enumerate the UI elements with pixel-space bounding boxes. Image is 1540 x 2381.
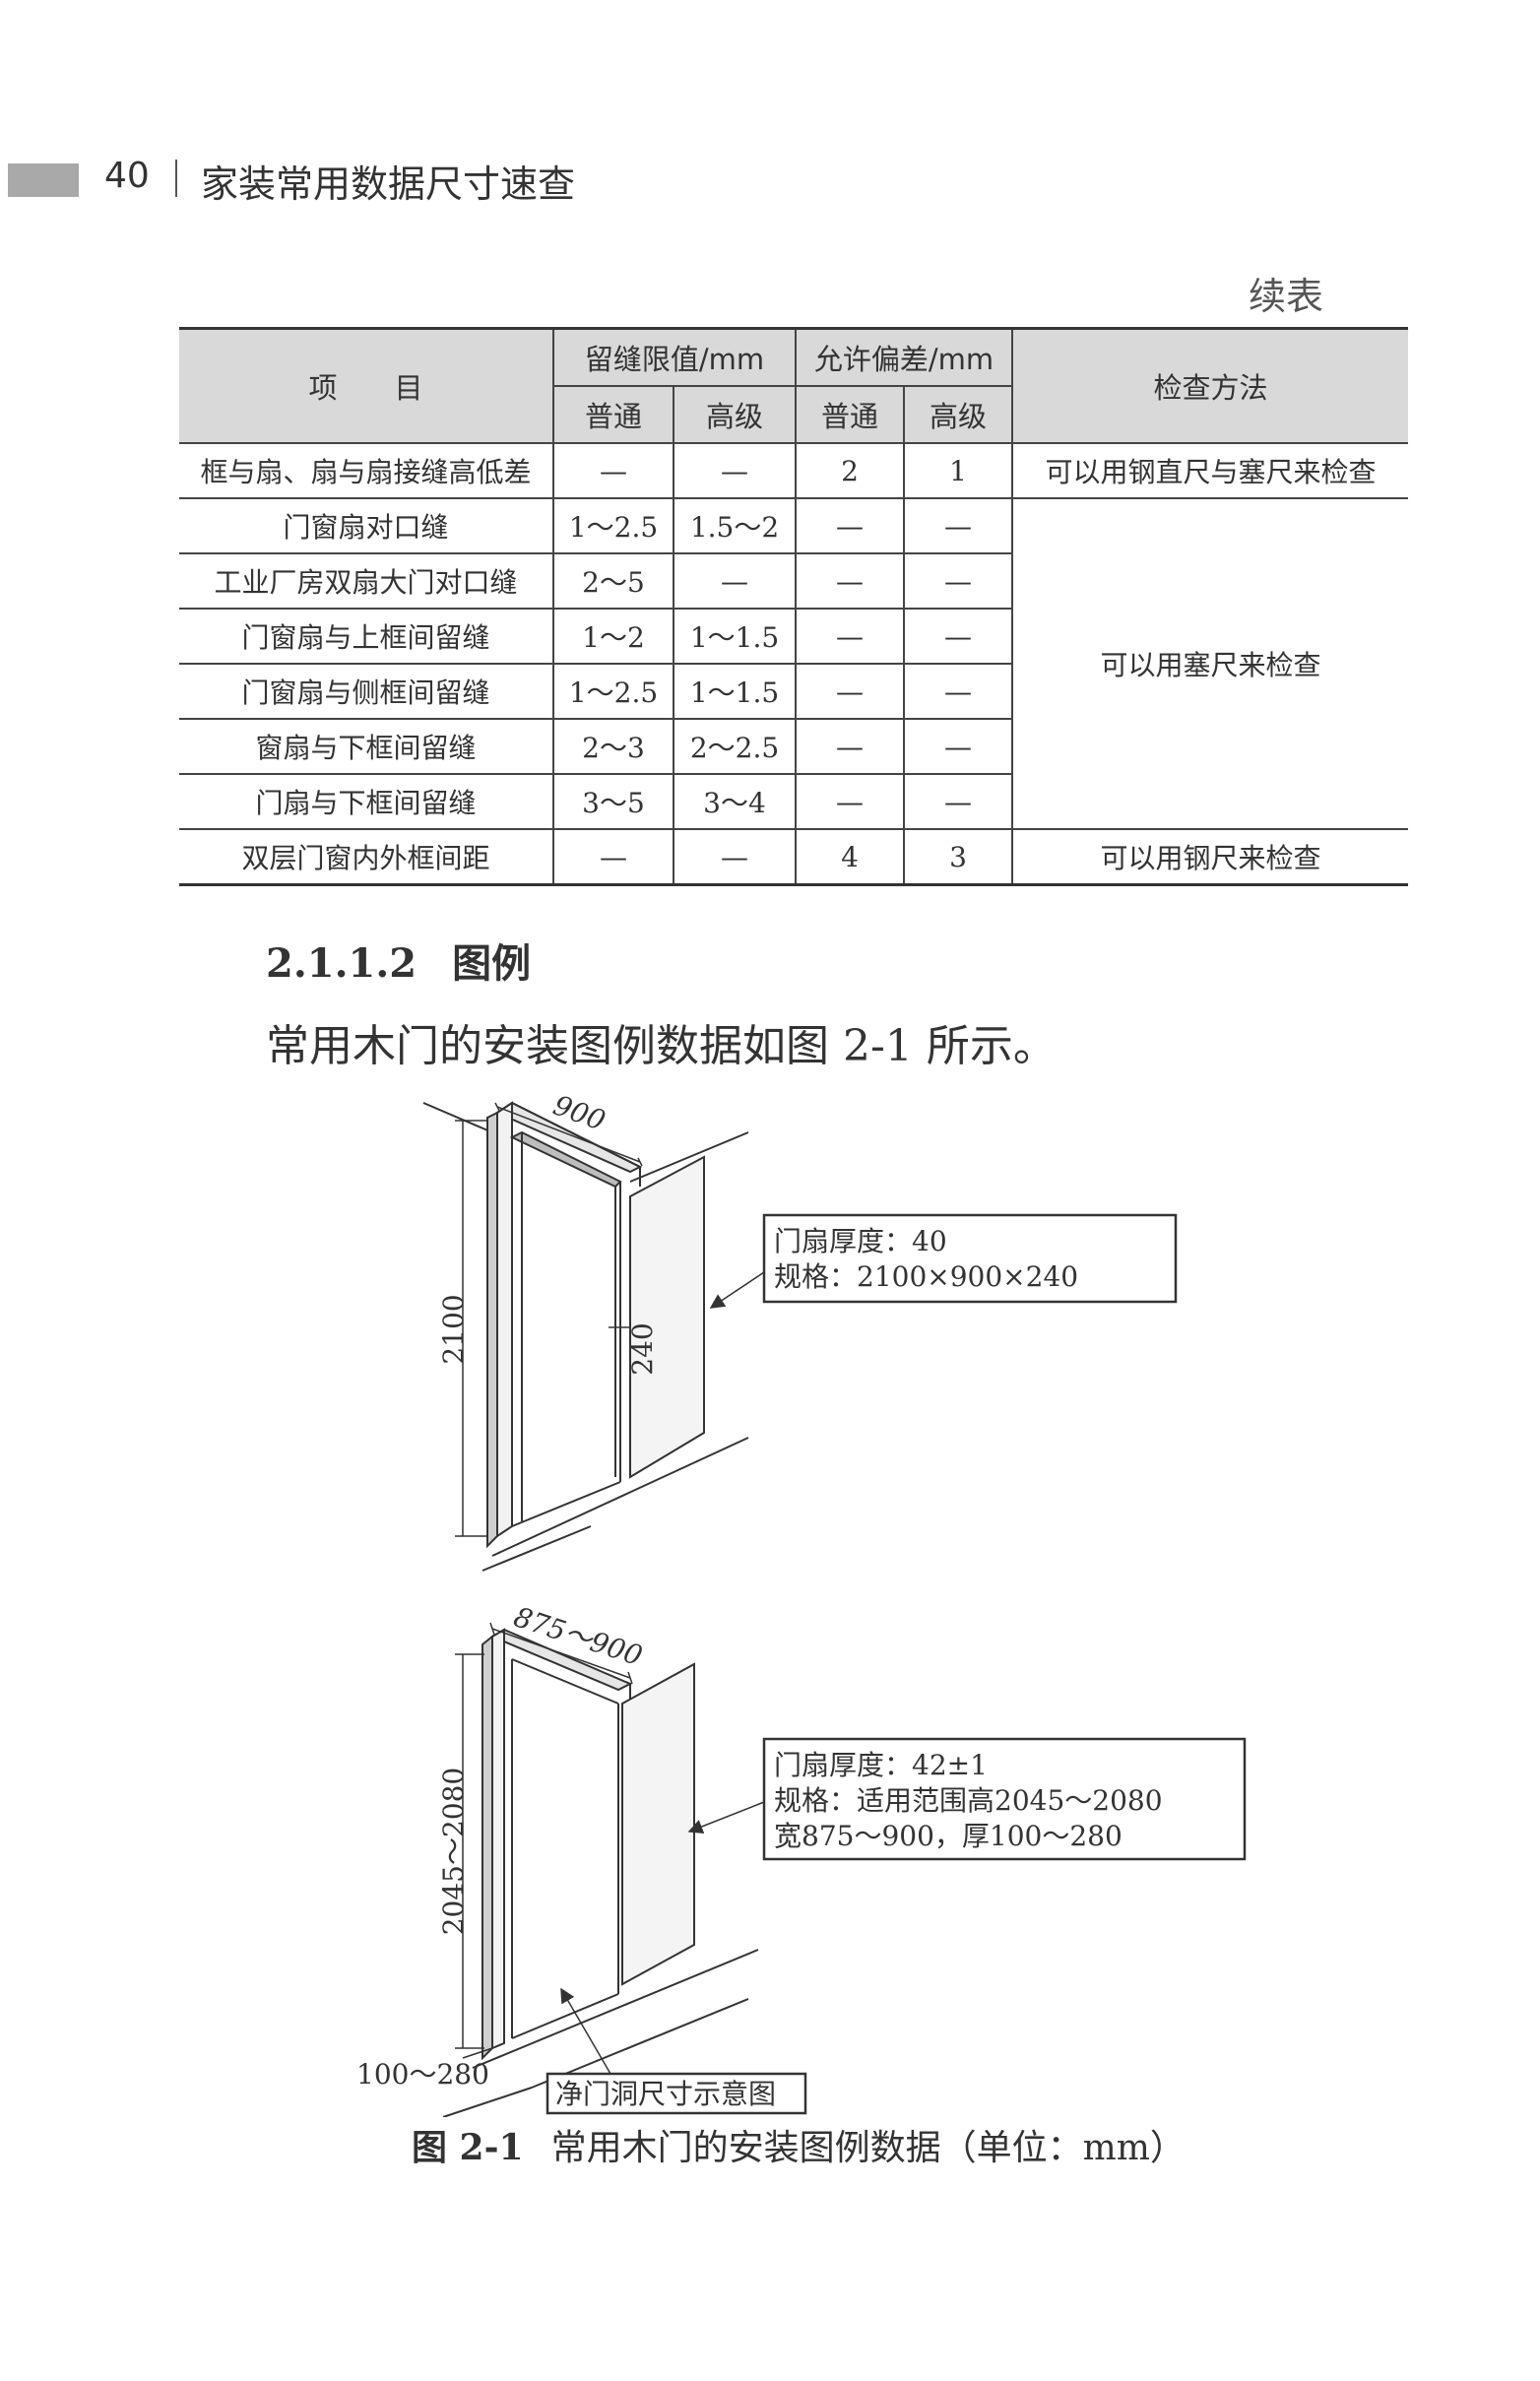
cell-gap-premium: 2～2.5 bbox=[673, 718, 797, 775]
section-body: 常用木门的安装图例数据如图 2-1 所示。 bbox=[266, 1021, 1057, 1071]
cell-gap-premium: — bbox=[673, 828, 797, 886]
table-row: 门窗扇与侧框间留缝 1～2.5 1～1.5 — — bbox=[179, 663, 1408, 720]
door-2-dimension-lines bbox=[455, 1622, 633, 2059]
cell-gap-normal: 3～5 bbox=[552, 773, 674, 830]
cell-item: 门窗扇与侧框间留缝 bbox=[179, 663, 554, 720]
subheader-tol-premium: 高级 bbox=[903, 385, 1012, 444]
door-2-depth-label: 100～280 bbox=[356, 2058, 489, 2091]
subheader-tol-normal: 普通 bbox=[795, 385, 905, 444]
cell-tol-normal: 4 bbox=[795, 828, 905, 886]
table-row: 双层门窗内外框间距 — — 4 3 可以用钢尺来检查 bbox=[179, 828, 1408, 886]
door-1-height-label: 2100 bbox=[437, 1294, 470, 1364]
cell-tol-premium: — bbox=[903, 663, 1012, 720]
door-2-note-box bbox=[762, 1737, 1247, 1861]
section-heading: 2.1.1.2 图例 bbox=[266, 932, 531, 989]
door-1-depth-label: 240 bbox=[626, 1322, 659, 1375]
cell-tol-normal: 2 bbox=[795, 442, 905, 499]
cell-item: 门窗扇与上框间留缝 bbox=[179, 608, 554, 665]
cell-tol-normal: — bbox=[795, 608, 905, 665]
header-method: 检查方法 bbox=[1011, 327, 1408, 444]
section-number: 2.1.1.2 bbox=[266, 940, 417, 987]
cell-tol-premium: — bbox=[903, 718, 1012, 775]
cell-gap-normal: 1～2.5 bbox=[552, 497, 674, 554]
table-row: 框与扇、扇与扇接缝高低差 — — 2 1 可以用钢直尺与塞尺来检查 bbox=[179, 442, 1408, 499]
cell-gap-premium: 1.5～2 bbox=[673, 497, 797, 554]
cell-tol-normal: — bbox=[795, 663, 905, 720]
table-row: 门窗扇对口缝 1～2.5 1.5～2 — — 可以用塞尺来检查 bbox=[179, 497, 1408, 830]
cell-item: 窗扇与下框间留缝 bbox=[179, 718, 554, 775]
page-number: 40 bbox=[104, 156, 150, 196]
door-installation-figure: 900 2100 240 门扇厚度：40 规格：2100×900×240 875… bbox=[356, 1089, 1247, 2117]
door-1-dimension-lines bbox=[455, 1102, 643, 1537]
cell-gap-normal: 1～2 bbox=[552, 608, 674, 665]
cell-gap-normal: 2～3 bbox=[552, 718, 674, 775]
cell-method: 可以用塞尺来检查 bbox=[1011, 497, 1408, 830]
cell-tol-premium: — bbox=[903, 552, 1012, 610]
cell-gap-premium: — bbox=[673, 442, 797, 499]
cell-item: 框与扇、扇与扇接缝高低差 bbox=[179, 442, 554, 499]
cell-method: 可以用钢尺来检查 bbox=[1011, 828, 1408, 886]
door-1-note-thickness: 门扇厚度：40 bbox=[774, 1225, 947, 1257]
cell-gap-premium: 3～4 bbox=[673, 773, 797, 830]
cell-gap-normal: 1～2.5 bbox=[552, 663, 674, 720]
section-title: 图例 bbox=[452, 940, 532, 987]
cell-item: 门窗扇对口缝 bbox=[179, 497, 554, 554]
subheader-gap-normal: 普通 bbox=[553, 385, 674, 444]
cell-item: 双层门窗内外框间距 bbox=[179, 828, 554, 886]
book-title: 家装常用数据尺寸速查 bbox=[201, 162, 576, 206]
door-2-height-label: 2045～2080 bbox=[437, 1768, 470, 1936]
header-separator bbox=[175, 160, 177, 197]
door-2-note-spec: 规格：适用范围高2045～2080 bbox=[774, 1784, 1163, 1817]
cell-tol-premium: — bbox=[903, 497, 1013, 554]
cell-tol-premium: 1 bbox=[903, 442, 1013, 499]
cell-tol-normal: — bbox=[795, 497, 905, 554]
cell-tol-normal: — bbox=[795, 773, 905, 830]
gap-tolerance-table: 项 目 留缝限值/mm 允许偏差/mm 检查方法 普通 高级 普通 高级 框与扇… bbox=[179, 327, 1408, 886]
figure-number: 图 2-1 bbox=[412, 2127, 524, 2168]
cell-gap-normal: — bbox=[552, 828, 674, 886]
cell-item: 工业厂房双扇大门对口缝 bbox=[179, 552, 554, 610]
cell-gap-premium: 1～1.5 bbox=[673, 608, 797, 665]
cell-tol-premium: — bbox=[903, 608, 1012, 665]
header-bar bbox=[8, 163, 79, 197]
table-row: 门窗扇与上框间留缝 1～2 1～1.5 — — bbox=[179, 608, 1408, 665]
cell-tol-normal: — bbox=[795, 718, 905, 775]
door-1-note-box bbox=[762, 1213, 1178, 1304]
cell-tol-premium: 3 bbox=[903, 828, 1013, 886]
cell-tol-normal: — bbox=[795, 552, 905, 610]
door-1-drawing bbox=[422, 1101, 749, 1572]
cell-gap-premium: — bbox=[673, 552, 797, 610]
table-row: 窗扇与下框间留缝 2～3 2～2.5 — — bbox=[179, 718, 1408, 775]
header-tolerance: 允许偏差/mm bbox=[795, 327, 1013, 387]
cell-tol-premium: — bbox=[903, 773, 1012, 830]
door-2-note-size: 宽875～900，厚100～280 bbox=[774, 1820, 1123, 1852]
table-row: 门扇与下框间留缝 3～5 3～4 — — bbox=[179, 773, 1408, 830]
cell-item: 门扇与下框间留缝 bbox=[179, 773, 554, 830]
door-2-drawing bbox=[442, 1628, 759, 2117]
figure-caption-text: 常用木门的安装图例数据（单位：mm） bbox=[550, 2128, 1186, 2168]
continued-label: 续表 bbox=[1248, 275, 1323, 318]
door-1-note-spec: 规格：2100×900×240 bbox=[774, 1260, 1078, 1293]
door-2-note-thickness: 门扇厚度：42±1 bbox=[774, 1749, 988, 1781]
cell-method: 可以用钢直尺与塞尺来检查 bbox=[1011, 442, 1408, 499]
opening-label-box bbox=[545, 2072, 807, 2115]
figure-caption: 图 2-1 常用木门的安装图例数据（单位：mm） bbox=[412, 2119, 1186, 2170]
opening-label: 净门洞尺寸示意图 bbox=[555, 2078, 776, 2110]
cell-gap-normal: 2～5 bbox=[552, 552, 674, 610]
table-row: 工业厂房双扇大门对口缝 2～5 — — — bbox=[179, 552, 1408, 610]
header-gap-limit: 留缝限值/mm bbox=[552, 327, 797, 387]
subheader-gap-premium: 高级 bbox=[673, 385, 797, 444]
cell-gap-normal: — bbox=[552, 442, 674, 499]
header-item: 项 目 bbox=[179, 327, 554, 444]
cell-gap-premium: 1～1.5 bbox=[673, 663, 797, 720]
